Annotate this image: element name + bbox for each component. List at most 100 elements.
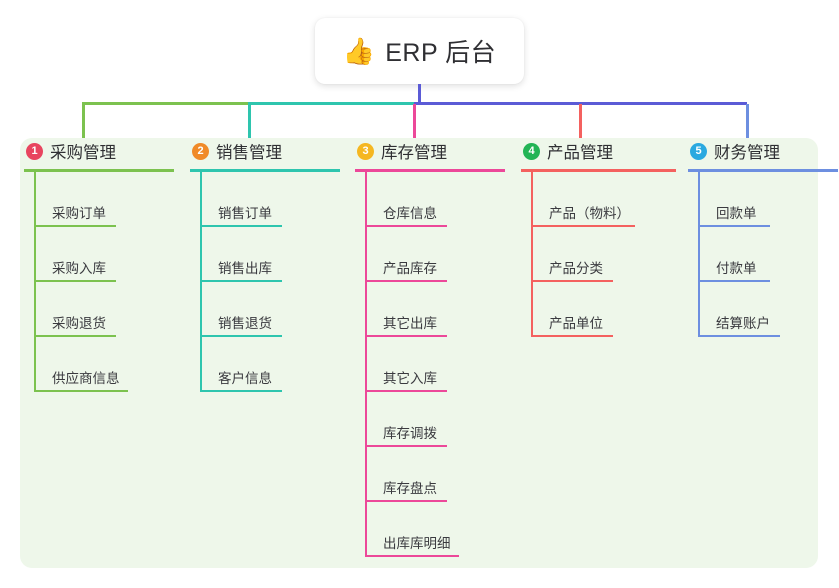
drop-connector-1 [82,104,85,140]
branch-underline [24,169,174,172]
leaf-item-label: 采购入库 [52,261,106,276]
branch-underline [355,169,505,172]
leaf-item[interactable]: 其它出库 [365,282,505,337]
branch-index-badge: 3 [357,142,374,160]
leaf-item-label: 销售退货 [218,316,272,331]
thumbs-up-icon: 👍 [342,36,376,66]
branch-spine [34,172,36,392]
leaf-item-label: 仓库信息 [383,206,437,221]
leaf-item[interactable]: 供应商信息 [34,337,174,392]
leaf-item[interactable]: 采购退货 [34,282,174,337]
leaf-item-label: 回款单 [716,206,757,221]
leaf-item[interactable]: 出库库明细 [365,502,505,557]
branch-spine [531,172,533,337]
leaf-item-underline [365,445,447,447]
branch-items: 仓库信息产品库存其它出库其它入库库存调拨库存盘点出库库明细 [365,172,505,557]
branch-index-badge: 4 [523,142,540,160]
leaf-item-underline [34,390,128,392]
leaf-item-label: 其它入库 [383,371,437,386]
branch-title: 财务管理 [714,144,780,162]
leaf-item-underline [200,390,282,392]
leaf-item[interactable]: 结算账户 [698,282,838,337]
leaf-item[interactable]: 采购入库 [34,227,174,282]
horizontal-bar-segment-3 [414,102,747,105]
leaf-item-label: 产品（物料） [549,206,630,221]
leaf-item-underline [200,335,282,337]
leaf-item-label: 销售订单 [218,206,272,221]
horizontal-bar-segment-1 [82,102,249,105]
leaf-item-underline [531,225,635,227]
leaf-item-underline [365,390,447,392]
leaf-item-label: 出库库明细 [383,536,451,551]
leaf-item[interactable]: 库存调拨 [365,392,505,447]
branch-spine [200,172,202,392]
leaf-item-underline [698,280,770,282]
horizontal-bar-segment-2 [248,102,415,105]
branch-header-2[interactable]: 2 销售管理 [190,138,340,164]
leaf-item-underline [200,280,282,282]
leaf-item[interactable]: 销售退货 [200,282,340,337]
leaf-item-label: 产品单位 [549,316,603,331]
leaf-item[interactable]: 产品分类 [531,227,676,282]
branch-items: 采购订单采购入库采购退货供应商信息 [34,172,174,392]
leaf-item-underline [365,280,447,282]
leaf-item-underline [365,555,459,557]
leaf-item-label: 库存调拨 [383,426,437,441]
leaf-item-underline [365,335,447,337]
leaf-item-label: 供应商信息 [52,371,120,386]
branch-underline [190,169,340,172]
leaf-item-underline [200,225,282,227]
branch-column-2: 2 销售管理销售订单销售出库销售退货客户信息 [190,138,340,392]
branch-header-3[interactable]: 3 库存管理 [355,138,505,164]
branch-header-5[interactable]: 5 财务管理 [688,138,838,164]
root-node-label: ERP 后台 [385,39,497,67]
branch-spine [698,172,700,337]
branch-title: 销售管理 [216,144,282,162]
drop-connector-4 [579,104,582,140]
branch-index-badge: 5 [690,142,707,160]
leaf-item[interactable]: 产品库存 [365,227,505,282]
branch-items: 产品（物料） 产品分类产品单位 [531,172,676,337]
leaf-item-underline [698,225,770,227]
leaf-item-label: 采购订单 [52,206,106,221]
branch-column-4: 4 产品管理产品（物料） 产品分类产品单位 [521,138,676,337]
leaf-item[interactable]: 回款单 [698,172,838,227]
branch-title: 产品管理 [547,144,613,162]
root-node[interactable]: 👍 ERP 后台 [315,18,524,84]
leaf-item[interactable]: 客户信息 [200,337,340,392]
branch-column-3: 3 库存管理仓库信息产品库存其它出库其它入库库存调拨库存盘点出库库明细 [355,138,505,557]
leaf-item[interactable]: 产品（物料） [531,172,676,227]
leaf-item[interactable]: 产品单位 [531,282,676,337]
branch-underline [521,169,676,172]
leaf-item[interactable]: 仓库信息 [365,172,505,227]
leaf-item-label: 产品库存 [383,261,437,276]
branch-header-1[interactable]: 1 采购管理 [24,138,174,164]
branch-header-4[interactable]: 4 产品管理 [521,138,676,164]
root-stem-connector [418,84,421,104]
branch-column-5: 5 财务管理回款单付款单结算账户 [688,138,838,337]
branch-title: 库存管理 [381,144,447,162]
leaf-item[interactable]: 付款单 [698,227,838,282]
branch-underline [688,169,838,172]
branch-index-badge: 1 [26,142,43,160]
leaf-item[interactable]: 库存盘点 [365,447,505,502]
leaf-item-underline [365,225,447,227]
branch-index-badge: 2 [192,142,209,160]
branch-title: 采购管理 [50,144,116,162]
leaf-item-label: 销售出库 [218,261,272,276]
leaf-item[interactable]: 销售出库 [200,227,340,282]
leaf-item[interactable]: 采购订单 [34,172,174,227]
leaf-item-underline [365,500,447,502]
leaf-item[interactable]: 销售订单 [200,172,340,227]
leaf-item-label: 客户信息 [218,371,272,386]
leaf-item[interactable]: 其它入库 [365,337,505,392]
branch-panel: 1 采购管理采购订单采购入库采购退货供应商信息 2 销售管理销售订单销售出库销售退货客… [20,138,838,568]
leaf-item-label: 付款单 [716,261,757,276]
drop-connector-5 [746,104,749,140]
drop-connector-2 [248,104,251,140]
leaf-item-label: 采购退货 [52,316,106,331]
leaf-item-label: 产品分类 [549,261,603,276]
branch-items: 销售订单销售出库销售退货客户信息 [200,172,340,392]
leaf-item-label: 其它出库 [383,316,437,331]
